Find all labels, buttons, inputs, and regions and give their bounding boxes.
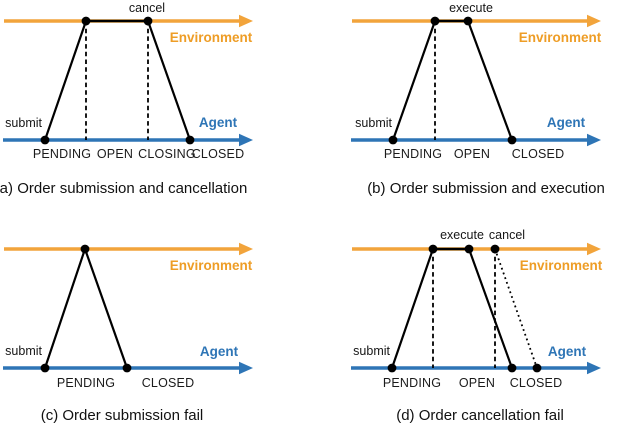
panel-caption: (b) Order submission and execution [367,180,605,197]
submit-label: submit [5,344,42,358]
event-label-cancel: cancel [128,1,166,15]
environment-arrowhead [239,242,253,256]
panel-b-lines [351,14,601,147]
execute-transition [467,248,514,369]
state-label-closing: CLOSING [138,147,196,161]
state-label-pending: PENDING [56,376,116,390]
reject-transition [83,248,129,369]
panel-caption: (c) Order submission fail [40,407,204,424]
event-point [507,135,517,145]
environment-label: Environment [169,258,253,273]
state-label-open: OPEN [453,147,491,161]
agent-label: Agent [546,115,586,130]
execute-transition [466,20,514,141]
submit-label: submit [5,116,42,130]
state-label-closed: CLOSED [141,376,195,390]
state-label-closed: CLOSED [511,147,565,161]
state-label-closed: CLOSED [191,147,245,161]
environment-arrowhead [587,14,601,28]
environment-arrowhead [239,14,253,28]
event-point [122,363,132,373]
event-point [464,244,474,254]
state-label-pending: PENDING [382,376,442,390]
panel-caption: (a) Order submission and cancellation [0,180,248,197]
agent-label: Agent [198,115,238,130]
event-label-cancel: cancel [488,228,526,242]
agent-arrowhead [239,133,253,147]
panel-d-lines [351,242,601,375]
environment-label: Environment [169,30,253,45]
submit-transition [390,248,435,369]
event-point [40,135,50,145]
event-label-execute: execute [440,228,484,242]
event-point [507,363,517,373]
cancel-transition [146,20,192,141]
event-point [490,244,500,254]
event-point [388,135,398,145]
event-point [40,363,50,373]
state-label-closed: CLOSED [509,376,563,390]
panel-c-lines [3,242,253,375]
agent-arrowhead [587,361,601,375]
event-label-execute: execute [449,1,493,15]
event-point [532,363,542,373]
event-point [81,16,91,26]
submit-transition [391,20,437,141]
state-label-open: OPEN [96,147,134,161]
event-point [80,244,90,254]
agent-label: Agent [547,344,587,359]
environment-arrowhead [587,242,601,256]
panel-caption: (d) Order cancellation fail [396,407,564,424]
agent-label: Agent [199,344,239,359]
submit-transition [43,248,87,369]
event-point [430,16,440,26]
failed-cancel-transition-dotted [494,248,538,369]
event-point [387,363,397,373]
submit-label: submit [355,116,392,130]
event-point [185,135,195,145]
submit-label: submit [353,344,390,358]
environment-label: Environment [519,258,603,273]
state-label-pending: PENDING [32,147,92,161]
submit-transition [43,20,88,141]
state-label-open: OPEN [458,376,496,390]
event-point [463,16,473,26]
state-label-pending: PENDING [383,147,443,161]
event-point [143,16,153,26]
agent-arrowhead [239,361,253,375]
agent-arrowhead [587,133,601,147]
event-point [428,244,438,254]
environment-label: Environment [518,30,602,45]
panel-a-lines [3,14,253,147]
